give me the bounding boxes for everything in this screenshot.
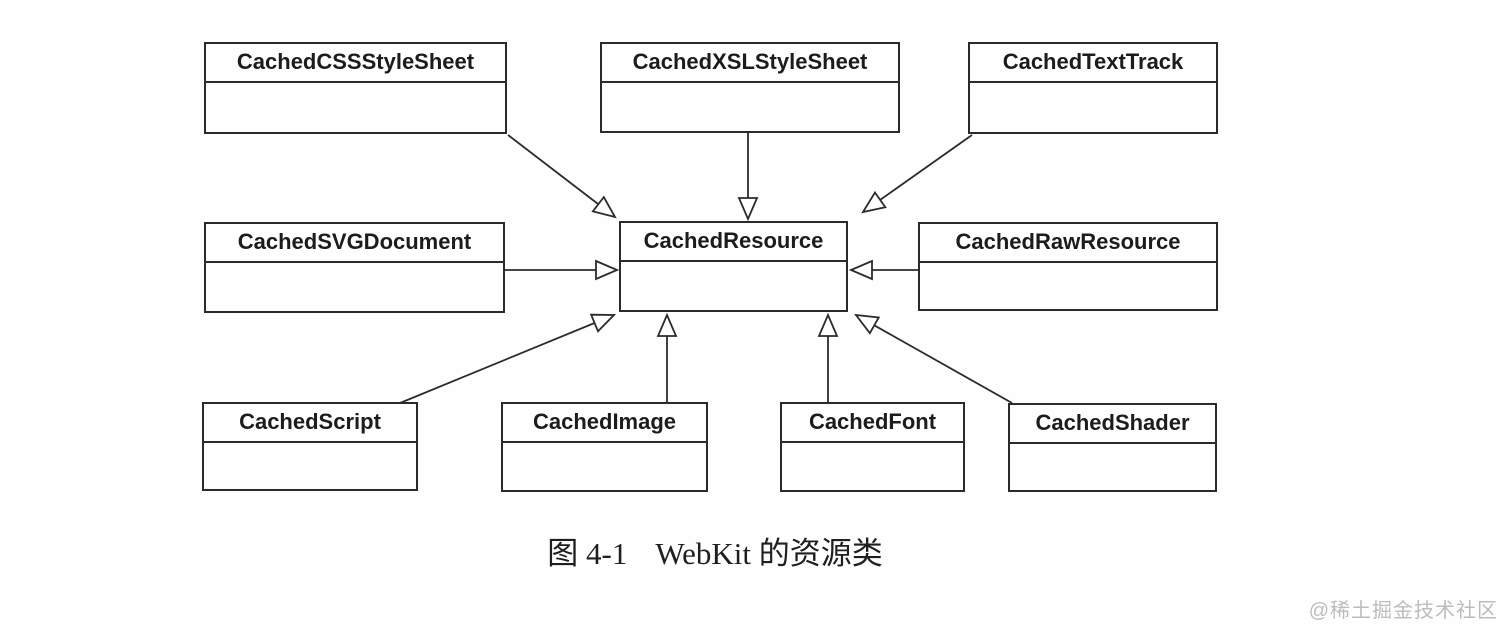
class-title: CachedRawResource	[920, 224, 1216, 263]
class-box-cachedtexttrack: CachedTextTrack	[968, 42, 1218, 134]
class-title: CachedTextTrack	[970, 44, 1216, 83]
figure-number: 图 4-1	[547, 536, 628, 571]
class-members-compartment	[602, 83, 898, 133]
figure-caption: 图 4-1 WebKit 的资源类	[0, 528, 1430, 573]
class-members-compartment	[1010, 444, 1215, 492]
class-box-cachedimage: CachedImage	[501, 402, 708, 492]
class-box-cachedshader: CachedShader	[1008, 403, 1217, 492]
class-members-compartment	[206, 83, 505, 134]
figure-title: WebKit 的资源类	[655, 536, 883, 571]
class-title: CachedFont	[782, 404, 963, 443]
class-title: CachedSVGDocument	[206, 224, 503, 263]
class-members-compartment	[503, 443, 706, 492]
class-box-cachedsvgdocument: CachedSVGDocument	[204, 222, 505, 313]
class-title: CachedXSLStyleSheet	[602, 44, 898, 83]
class-members-compartment	[970, 83, 1216, 134]
class-members-compartment	[621, 262, 846, 312]
class-members-compartment	[782, 443, 963, 492]
class-box-cachedresource: CachedResource	[619, 221, 848, 312]
class-title: CachedResource	[621, 223, 846, 262]
arrow-cachedshader-to-cachedresource	[854, 313, 1013, 404]
arrow-cachedtexttrack-to-cachedresource	[861, 134, 973, 214]
class-members-compartment	[206, 263, 503, 313]
arrow-cachedscript-to-cachedresource	[399, 313, 617, 404]
class-box-cachedrawresource: CachedRawResource	[918, 222, 1218, 311]
class-box-cachedfont: CachedFont	[780, 402, 965, 492]
class-title: CachedShader	[1010, 405, 1215, 444]
class-box-cachedxslstylesheet: CachedXSLStyleSheet	[600, 42, 900, 133]
class-title: CachedScript	[204, 404, 416, 443]
class-members-compartment	[204, 443, 416, 491]
arrow-cachedcssstylesheet-to-cachedresource	[507, 134, 617, 219]
class-members-compartment	[920, 263, 1216, 311]
class-title: CachedCSSStyleSheet	[206, 44, 505, 83]
class-box-cachedcssstylesheet: CachedCSSStyleSheet	[204, 42, 507, 134]
class-title: CachedImage	[503, 404, 706, 443]
watermark-text: @稀土掘金技术社区	[1308, 600, 1498, 622]
class-box-cachedscript: CachedScript	[202, 402, 418, 491]
